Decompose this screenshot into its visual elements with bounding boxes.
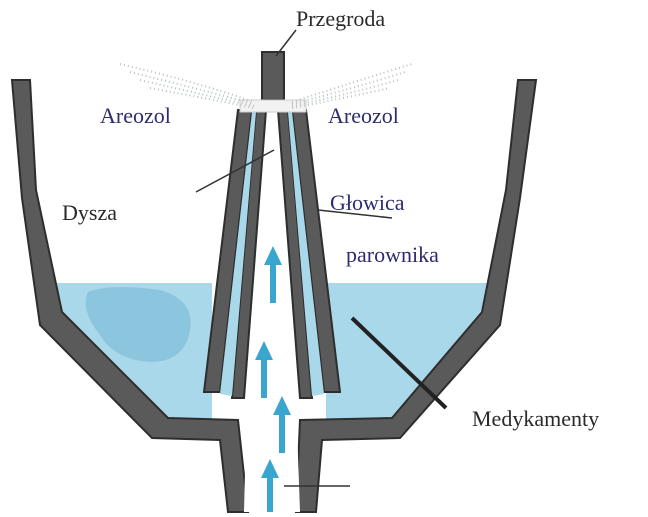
flow-arrow-2 bbox=[255, 341, 273, 398]
liquid-highlight bbox=[85, 286, 191, 362]
leader-przegroda bbox=[275, 29, 297, 57]
label-glowica: Głowica bbox=[330, 190, 405, 215]
leader-dysza bbox=[195, 149, 275, 193]
nozzle-gap-right bbox=[288, 112, 324, 396]
label-medykamenty: Medykamenty bbox=[472, 406, 599, 431]
flow-arrow-3 bbox=[273, 396, 291, 453]
baffle-rod bbox=[261, 51, 285, 101]
flow-arrow-1 bbox=[264, 246, 282, 303]
label-areozol-right: Areozol bbox=[328, 103, 399, 128]
leader-glowica bbox=[317, 209, 393, 219]
label-parownika: parownika bbox=[346, 242, 439, 267]
aerosol-spray-left bbox=[119, 63, 255, 109]
baffle-plate bbox=[239, 99, 307, 113]
leader-medykamenty bbox=[350, 316, 448, 410]
liquid-fill-right bbox=[326, 283, 493, 420]
aerosol-spray-right bbox=[291, 63, 413, 109]
flow-arrow-4 bbox=[261, 459, 279, 512]
label-przegroda: Przegroda bbox=[296, 6, 385, 31]
label-areozol-left: Areozol bbox=[100, 103, 171, 128]
label-dysza: Dysza bbox=[62, 200, 117, 225]
nozzle-gap-left bbox=[220, 112, 256, 396]
